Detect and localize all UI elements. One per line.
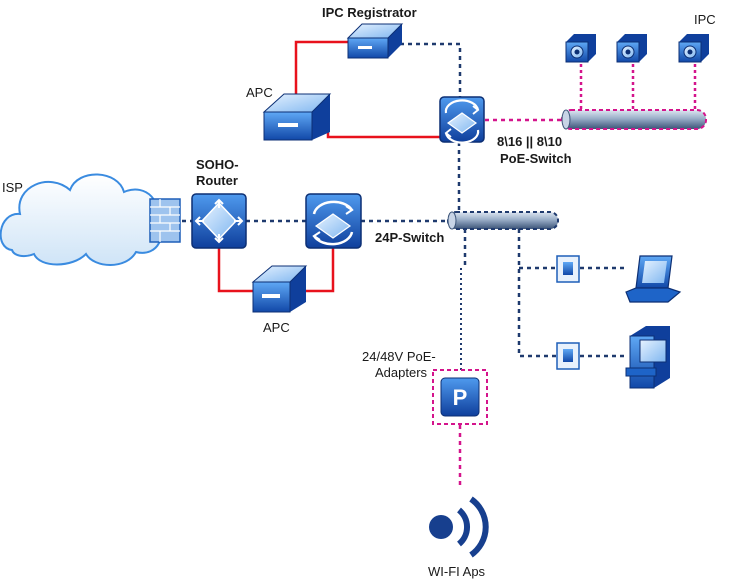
wall-port-icon: [556, 342, 580, 370]
soho-router-label-line2: Router: [196, 173, 238, 188]
ipc-label: IPC: [694, 12, 716, 27]
poe-glyph: P: [453, 385, 468, 410]
power-link-apc-switch: [304, 247, 335, 293]
laptop-icon: [625, 255, 682, 303]
soho-router-label-line1: SOHO-: [196, 157, 239, 172]
apc-top-label: APC: [246, 85, 273, 100]
lan-link-24p-desktop-port: [517, 229, 556, 358]
poe-adapters-label-line1: 24/48V PoE-: [362, 349, 436, 364]
poe-switch-label-line2: PoE-Switch: [500, 151, 572, 166]
poe-links: [458, 64, 697, 485]
poe-adapters-label-line2: Adapters: [375, 365, 428, 380]
ipc-registrator-label: IPC Registrator: [322, 5, 417, 20]
switch-24p-label: 24P-Switch: [375, 230, 444, 245]
ups-icon: [251, 265, 308, 313]
camera-icon: [616, 34, 647, 63]
power-link-apc-poe-switch: [326, 132, 440, 139]
firewall-icon: [149, 198, 181, 243]
ups-icon: [262, 93, 332, 141]
isp-label: ISP: [2, 180, 23, 195]
wifi-ap-icon: [429, 496, 489, 558]
lan-link-24p-poe-adapter: [460, 229, 467, 370]
poe-switch-label-line1: 8\16 || 8\10: [497, 134, 562, 149]
poe-injector-icon: P: [432, 369, 488, 425]
poe-switch-icon: [439, 96, 485, 144]
lan-link-registrator-poe-switch: [400, 42, 462, 97]
switch-icon: [305, 193, 362, 249]
camera-icon: [678, 34, 709, 63]
apc-bottom-label: APC: [263, 320, 290, 335]
nvr-icon: [346, 23, 404, 59]
wall-port-icon: [556, 255, 580, 283]
camera-icon: [565, 34, 596, 63]
desktop-icon: [625, 326, 670, 389]
power-link-router-apc: [217, 247, 256, 293]
power-links: [217, 40, 440, 293]
switch-bus-icon: [447, 211, 559, 230]
power-link-registrator-apc: [294, 40, 353, 95]
poe-bus-icon: [561, 109, 707, 130]
router-icon: [191, 193, 247, 249]
wifi-aps-label: WI-FI Aps: [428, 564, 486, 579]
cloud-icon: [0, 173, 162, 266]
lan-links: [182, 42, 625, 358]
